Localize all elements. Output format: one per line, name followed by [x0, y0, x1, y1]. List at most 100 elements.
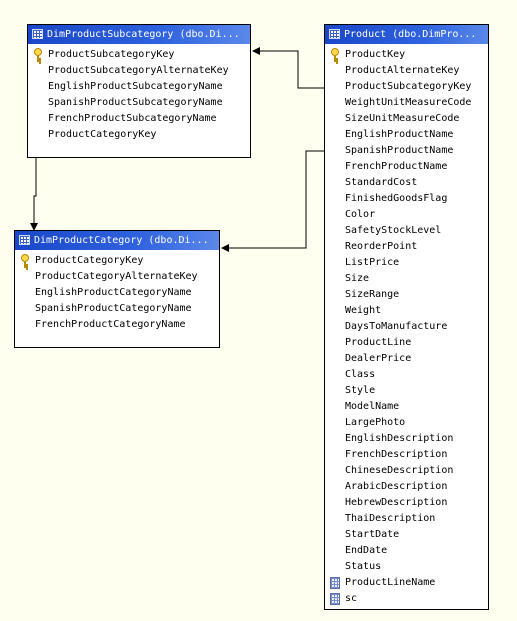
- column-name: Weight: [345, 305, 382, 316]
- relationship-subcategory-to-category[interactable]: [30, 158, 38, 231]
- column-row[interactable]: ProductSubcategoryAlternateKey: [28, 63, 250, 79]
- table-icon: [32, 29, 43, 39]
- column-row[interactable]: EnglishProductName: [325, 127, 488, 143]
- column-row[interactable]: DaysToManufacture: [325, 319, 488, 335]
- column-row[interactable]: FrenchDescription: [325, 447, 488, 463]
- column-name: ProductCategoryKey: [35, 255, 144, 266]
- column-row[interactable]: ModelName: [325, 399, 488, 415]
- column-name: FrenchProductSubcategoryName: [48, 113, 217, 124]
- column-name: EnglishProductSubcategoryName: [48, 81, 223, 92]
- table-icon: [19, 235, 30, 245]
- table-dim-product-category[interactable]: DimProductCategory (dbo.Di... ProductCat…: [14, 230, 220, 348]
- relationship-product-to-category[interactable]: [221, 150, 324, 252]
- column-name: Color: [345, 209, 376, 220]
- column-row[interactable]: EnglishProductCategoryName: [15, 285, 219, 301]
- column-row[interactable]: SafetyStockLevel: [325, 223, 488, 239]
- column-name: ListPrice: [345, 257, 400, 268]
- column-row[interactable]: EnglishDescription: [325, 431, 488, 447]
- primary-key-icon: [20, 254, 30, 268]
- column-row[interactable]: ProductSubcategoryKey: [325, 79, 488, 95]
- column-row[interactable]: ProductSubcategoryKey: [28, 47, 250, 63]
- column-name: Status: [345, 561, 382, 572]
- column-row[interactable]: SizeUnitMeasureCode: [325, 111, 488, 127]
- column-row[interactable]: DealerPrice: [325, 351, 488, 367]
- column-name: ProductAlternateKey: [345, 65, 460, 76]
- column-row[interactable]: FinishedGoodsFlag: [325, 191, 488, 207]
- column-row[interactable]: SpanishProductName: [325, 143, 488, 159]
- column-row[interactable]: StandardCost: [325, 175, 488, 191]
- column-name: ProductSubcategoryKey: [48, 49, 175, 60]
- column-row[interactable]: Weight: [325, 303, 488, 319]
- column-name: ProductLine: [345, 337, 412, 348]
- column-name: DaysToManufacture: [345, 321, 448, 332]
- column-row[interactable]: EndDate: [325, 543, 488, 559]
- column-row[interactable]: sc: [325, 591, 488, 607]
- column-row[interactable]: ReorderPoint: [325, 239, 488, 255]
- column-name: FrenchProductName: [345, 161, 448, 172]
- column-row[interactable]: ProductKey: [325, 47, 488, 63]
- column-row[interactable]: Color: [325, 207, 488, 223]
- table-title-bar[interactable]: Product (dbo.DimPro...: [325, 25, 488, 44]
- column-row[interactable]: ChineseDescription: [325, 463, 488, 479]
- table-icon: [329, 29, 340, 39]
- table-dim-product-subcategory[interactable]: DimProductSubcategory (dbo.Di... Product…: [27, 24, 251, 158]
- column-row[interactable]: Status: [325, 559, 488, 575]
- table-title-bar[interactable]: DimProductCategory (dbo.Di...: [15, 231, 219, 250]
- column-row[interactable]: SpanishProductSubcategoryName: [28, 95, 250, 111]
- column-row[interactable]: FrenchProductCategoryName: [15, 317, 219, 333]
- column-name: EnglishProductCategoryName: [35, 287, 192, 298]
- column-row[interactable]: SpanishProductCategoryName: [15, 301, 219, 317]
- column-name: Class: [345, 369, 376, 380]
- column-name: EnglishProductName: [345, 129, 454, 140]
- column-row[interactable]: ThaiDescription: [325, 511, 488, 527]
- column-name: SizeRange: [345, 289, 400, 300]
- column-row[interactable]: EnglishProductSubcategoryName: [28, 79, 250, 95]
- column-row[interactable]: SizeRange: [325, 287, 488, 303]
- column-row[interactable]: ProductCategoryKey: [28, 127, 250, 143]
- column-name: HebrewDescription: [345, 497, 448, 508]
- column-row[interactable]: ListPrice: [325, 255, 488, 271]
- column-row[interactable]: ProductAlternateKey: [325, 63, 488, 79]
- column-row[interactable]: FrenchProductSubcategoryName: [28, 111, 250, 127]
- table-title: Product (dbo.DimPro...: [344, 29, 477, 40]
- column-row[interactable]: ProductCategoryKey: [15, 253, 219, 269]
- calculated-column-icon: [330, 593, 340, 605]
- column-row[interactable]: HebrewDescription: [325, 495, 488, 511]
- column-row[interactable]: Class: [325, 367, 488, 383]
- column-name: ProductCategoryKey: [48, 129, 157, 140]
- column-name: ProductSubcategoryAlternateKey: [48, 65, 229, 76]
- column-name: LargePhoto: [345, 417, 406, 428]
- column-name: SizeUnitMeasureCode: [345, 113, 460, 124]
- column-row[interactable]: Size: [325, 271, 488, 287]
- column-row[interactable]: LargePhoto: [325, 415, 488, 431]
- column-row[interactable]: ProductCategoryAlternateKey: [15, 269, 219, 285]
- column-row[interactable]: ProductLine: [325, 335, 488, 351]
- table-title-bar[interactable]: DimProductSubcategory (dbo.Di...: [28, 25, 250, 44]
- column-row[interactable]: ProductLineName: [325, 575, 488, 591]
- column-name: FinishedGoodsFlag: [345, 193, 448, 204]
- column-name: ProductCategoryAlternateKey: [35, 271, 198, 282]
- column-name: ProductSubcategoryKey: [345, 81, 472, 92]
- column-name: StandardCost: [345, 177, 418, 188]
- column-row[interactable]: WeightUnitMeasureCode: [325, 95, 488, 111]
- column-name: FrenchDescription: [345, 449, 448, 460]
- relationship-product-to-subcategory[interactable]: [252, 47, 324, 89]
- column-name: ModelName: [345, 401, 400, 412]
- table-title: DimProductSubcategory (dbo.Di...: [47, 29, 240, 40]
- calculated-column-icon: [330, 577, 340, 589]
- column-name: sc: [345, 593, 358, 604]
- column-row[interactable]: FrenchProductName: [325, 159, 488, 175]
- column-name: ProductKey: [345, 49, 406, 60]
- primary-key-icon: [33, 48, 43, 62]
- table-title: DimProductCategory (dbo.Di...: [34, 235, 209, 246]
- column-name: Size: [345, 273, 370, 284]
- column-row[interactable]: ArabicDescription: [325, 479, 488, 495]
- column-name: EnglishDescription: [345, 433, 454, 444]
- column-row[interactable]: StartDate: [325, 527, 488, 543]
- column-row[interactable]: Style: [325, 383, 488, 399]
